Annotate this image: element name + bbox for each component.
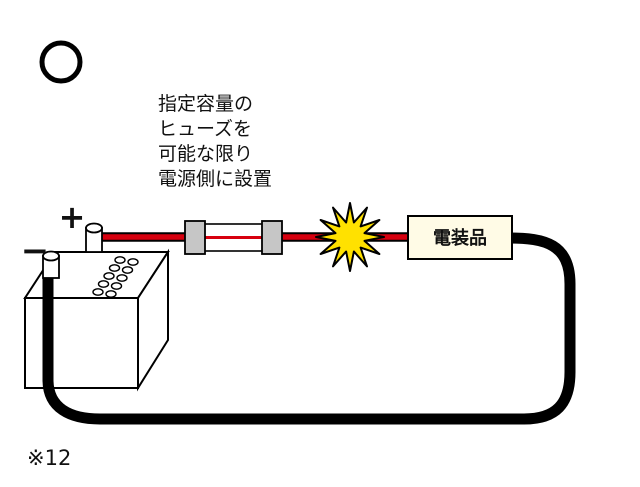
minus-terminal-top bbox=[42, 250, 60, 262]
cell-cap bbox=[108, 264, 121, 272]
battery-front-face bbox=[24, 297, 139, 389]
fuse bbox=[184, 220, 283, 255]
battery-cell-caps bbox=[92, 256, 139, 298]
fuse-cap-right bbox=[261, 220, 283, 255]
device-box-frame bbox=[407, 215, 513, 260]
plus-terminal bbox=[85, 222, 103, 253]
ground-wire bbox=[42, 232, 576, 425]
cell-cap bbox=[110, 282, 123, 290]
caption-line-3: 可能な限り bbox=[158, 143, 253, 165]
plus-terminal-top bbox=[85, 222, 103, 234]
minus-terminal bbox=[42, 250, 60, 279]
cell-cap bbox=[105, 290, 117, 298]
cell-cap bbox=[127, 258, 139, 266]
fuse-cap-left bbox=[184, 220, 206, 255]
minus-sign: − bbox=[21, 231, 50, 271]
caption-line-4: 電源側に設置 bbox=[158, 168, 272, 190]
device-box: 電装品 bbox=[407, 215, 513, 260]
plus-sign: + bbox=[59, 198, 86, 236]
caption-line-1: 指定容量の bbox=[158, 93, 253, 115]
device-label: 電装品 bbox=[433, 227, 487, 249]
battery-side-face bbox=[137, 248, 169, 392]
cell-cap bbox=[103, 272, 115, 280]
cell-cap bbox=[92, 288, 104, 296]
cell-cap bbox=[116, 274, 128, 282]
cell-cap bbox=[121, 266, 134, 274]
cell-cap bbox=[114, 256, 126, 264]
caption-line-2: ヒューズを bbox=[158, 118, 252, 140]
ok-circle-marker bbox=[39, 40, 83, 84]
spark-burst-icon bbox=[315, 202, 385, 272]
cell-cap bbox=[97, 280, 110, 288]
footnote: ※12 bbox=[27, 446, 71, 470]
caption: 指定容量の ヒューズを 可能な限り 電源側に設置 bbox=[158, 93, 272, 190]
